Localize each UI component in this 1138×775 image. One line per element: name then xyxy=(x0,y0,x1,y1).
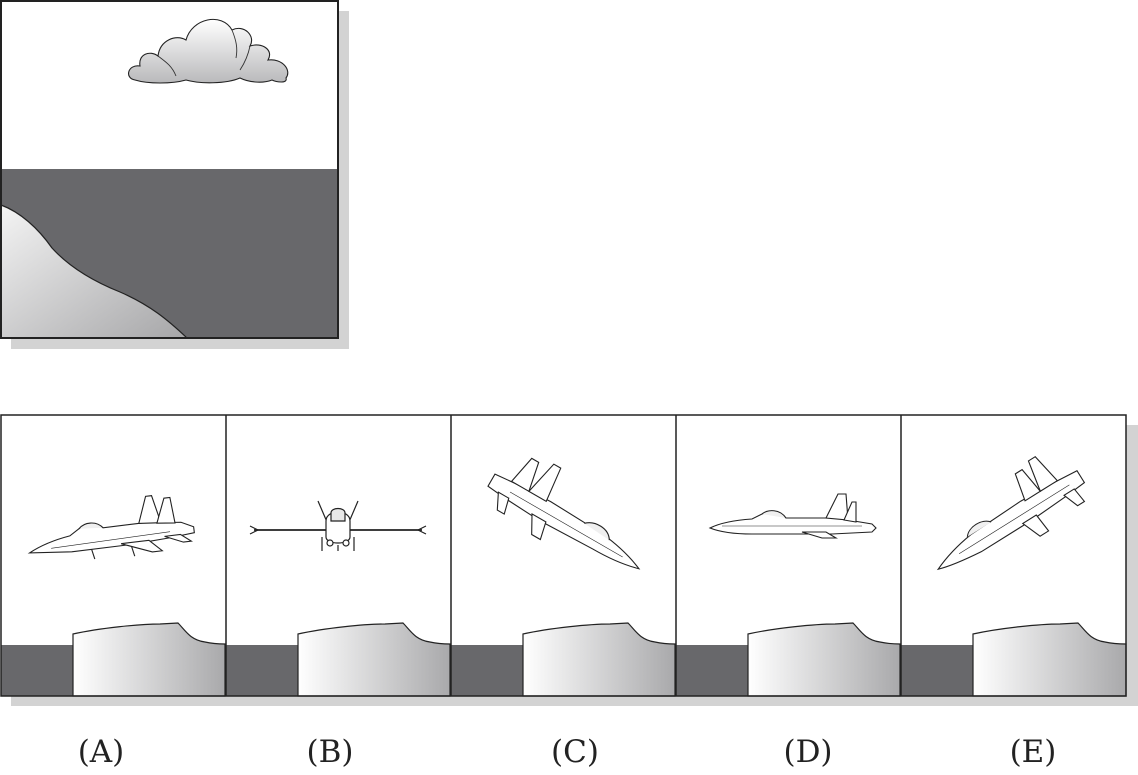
land-block xyxy=(522,622,676,697)
land-block xyxy=(972,622,1127,697)
cockpit-view-panel xyxy=(0,0,349,349)
option-d-label[interactable]: (D) xyxy=(783,734,833,770)
option-c-panel[interactable] xyxy=(451,622,676,697)
land-block xyxy=(747,622,901,697)
option-b-label[interactable]: (B) xyxy=(306,734,354,770)
land-shape xyxy=(0,204,189,339)
land-block xyxy=(72,622,226,697)
strip-frame xyxy=(0,414,1127,697)
option-d-panel[interactable] xyxy=(676,622,901,697)
jet-e-icon xyxy=(936,455,1086,571)
jet-b-icon xyxy=(249,500,427,551)
jet-d-icon xyxy=(708,493,877,539)
panel-frame xyxy=(0,0,339,339)
option-b-panel[interactable] xyxy=(226,622,451,697)
options-strip xyxy=(0,414,1138,706)
jet-a-icon xyxy=(27,495,195,560)
option-a-panel[interactable] xyxy=(1,622,226,697)
cloud-icon xyxy=(128,18,289,84)
option-a-label[interactable]: (A) xyxy=(77,734,125,770)
scene-canvas xyxy=(0,0,1138,706)
option-c-label[interactable]: (C) xyxy=(551,734,599,770)
option-e-label[interactable]: (E) xyxy=(1009,734,1057,770)
jet-c-icon xyxy=(487,457,641,570)
land-block xyxy=(297,622,451,697)
sky xyxy=(1,1,338,169)
option-e-panel[interactable] xyxy=(901,622,1127,697)
